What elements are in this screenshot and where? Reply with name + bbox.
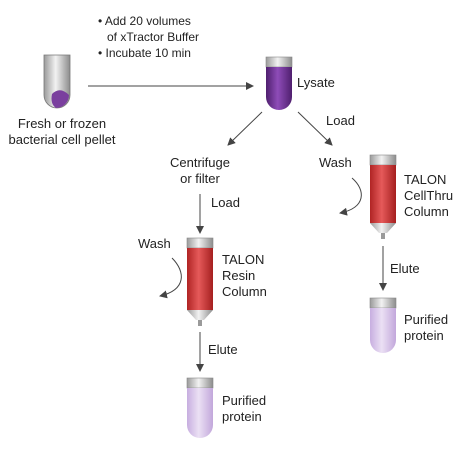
talon-cellthru-column-icon bbox=[369, 154, 397, 239]
load-label: Load bbox=[326, 113, 355, 128]
talon-resin-column-icon bbox=[186, 237, 214, 326]
label-line: Resin bbox=[222, 268, 256, 283]
label-line: Column bbox=[404, 204, 449, 219]
lysate-tube-icon bbox=[265, 56, 293, 110]
step-incubate: • Incubate 10 min bbox=[98, 46, 191, 61]
purified-protein-tube-icon bbox=[186, 377, 214, 438]
wash-curved-arrow-icon bbox=[339, 177, 362, 216]
arrow-icon bbox=[227, 111, 263, 146]
label-line: Fresh or frozen bbox=[17, 116, 107, 131]
step-buffer-name: of xTractor Buffer bbox=[107, 30, 200, 44]
purified-protein-label: Purified protein bbox=[404, 312, 448, 344]
arrow-icon bbox=[297, 111, 333, 146]
purified-protein-tube-icon bbox=[369, 297, 397, 353]
step-add-buffer: • Add 20 volumes bbox=[98, 14, 191, 29]
centrifuge-label: Centrifuge or filter bbox=[156, 155, 244, 187]
label-line: TALON bbox=[222, 252, 265, 267]
bullet: • bbox=[98, 14, 103, 28]
label-line: Purified bbox=[222, 393, 267, 408]
label-line: CellThru bbox=[404, 188, 454, 203]
step-text: Add 20 volumes bbox=[104, 14, 191, 28]
step-text: Incubate 10 min bbox=[105, 46, 191, 60]
elute-label: Elute bbox=[208, 342, 238, 357]
label-line: Centrifuge bbox=[170, 155, 230, 170]
label-line: Column bbox=[222, 284, 267, 299]
cell-pellet-tube-icon bbox=[43, 54, 71, 109]
wash-label: Wash bbox=[138, 236, 171, 251]
label-line: Purified bbox=[404, 312, 449, 327]
wash-curved-arrow-icon bbox=[159, 257, 182, 299]
label-line: TALON bbox=[404, 172, 447, 187]
elute-label: Elute bbox=[390, 261, 420, 276]
bullet: • bbox=[98, 46, 103, 60]
label-line: protein bbox=[222, 409, 262, 424]
lysate-label: Lysate bbox=[297, 75, 335, 90]
label-line: or filter bbox=[180, 171, 220, 186]
load-label: Load bbox=[211, 195, 240, 210]
label-line: bacterial cell pellet bbox=[8, 132, 116, 147]
purified-protein-label: Purified protein bbox=[222, 393, 266, 425]
cellthru-column-label: TALON CellThru Column bbox=[404, 172, 453, 220]
resin-column-label: TALON Resin Column bbox=[222, 252, 267, 300]
cell-pellet-label: Fresh or frozen bacterial cell pellet bbox=[0, 116, 124, 148]
label-line: protein bbox=[404, 328, 444, 343]
wash-label: Wash bbox=[319, 155, 352, 170]
